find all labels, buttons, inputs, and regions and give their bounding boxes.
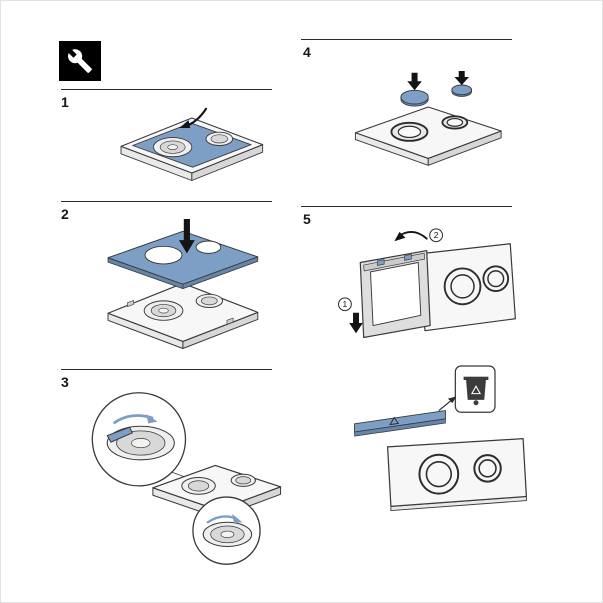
large-button-cap [400, 89, 429, 107]
large-button-ring [390, 121, 429, 142]
small-button-cap [451, 84, 473, 97]
disposal-box [454, 365, 496, 413]
step-5-number: 5 [303, 211, 311, 227]
cover-plate-blue [107, 230, 259, 289]
callout-1: 1 [338, 297, 352, 312]
step-5-divider [301, 206, 512, 207]
dispose-arrow [438, 396, 457, 412]
large-flush-button [153, 137, 193, 158]
actuator-plate [417, 243, 516, 332]
small-flush-button [195, 293, 224, 309]
step-2-divider [61, 201, 272, 202]
mounting-frame [359, 249, 431, 339]
press-down-arrow [178, 219, 195, 254]
step-5-mounting-illustration: 2 1 [338, 228, 516, 339]
step-4-illustration [354, 71, 502, 166]
step-2-number: 2 [61, 206, 69, 222]
recycle-symbol [470, 385, 482, 395]
seal-strip [354, 410, 446, 437]
large-flush-button [143, 300, 184, 321]
finished-plate [386, 438, 528, 511]
press-down-arrow-right [454, 71, 469, 86]
large-flush-button [181, 477, 216, 495]
step-5-disposal-illustration [354, 365, 528, 511]
small-button-ring [441, 115, 469, 130]
callout-2: 2 [429, 228, 444, 243]
step-3-number: 3 [61, 374, 69, 390]
step-4-divider [301, 39, 512, 40]
mounting-frame-isometric [107, 282, 259, 349]
step-1-illustration [120, 107, 264, 181]
press-down-arrow [349, 312, 363, 334]
tilt-arrow [394, 231, 428, 242]
recycle-bin-icon [463, 376, 489, 406]
seal-piece [106, 426, 133, 443]
remove-arrow [179, 107, 208, 128]
zoom-detail-small-button [192, 496, 261, 565]
strip-mark [389, 416, 400, 426]
zoom-detail-large-button [91, 392, 187, 487]
step-4-number: 4 [303, 44, 311, 60]
tools-badge [59, 41, 101, 81]
small-flush-button [230, 473, 256, 487]
actuator-plate-isometric [354, 106, 502, 166]
step-3-divider [61, 369, 272, 370]
large-button-hole [144, 245, 183, 265]
step-2-illustration [107, 219, 259, 349]
step-1-number: 1 [61, 94, 69, 110]
small-flush-button [205, 131, 234, 146]
step-3-illustration [91, 392, 282, 565]
svg-text:1: 1 [343, 299, 348, 309]
step-1-divider [61, 89, 272, 90]
press-down-arrow-left [407, 72, 422, 91]
small-button-hole [195, 240, 222, 254]
svg-text:2: 2 [434, 230, 439, 240]
wrench-icon [68, 49, 92, 73]
